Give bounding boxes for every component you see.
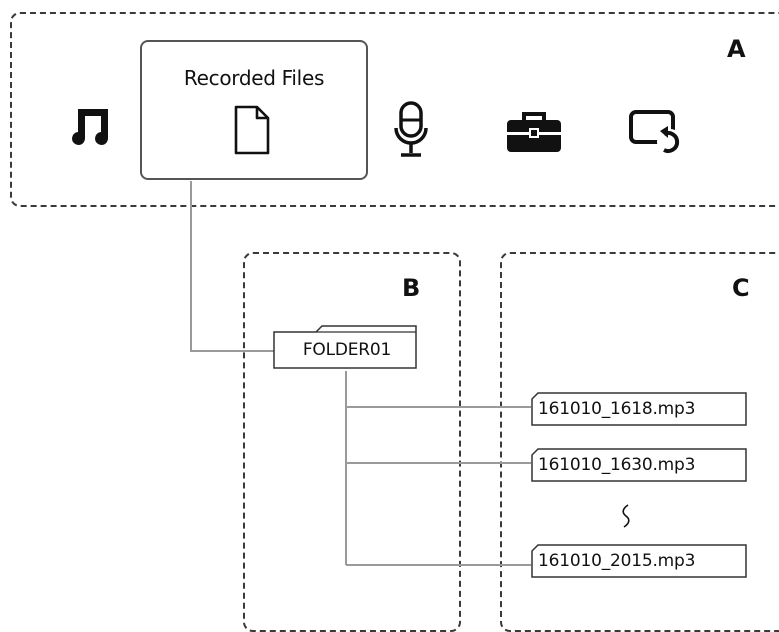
music-note-icon[interactable]	[68, 103, 114, 149]
file-item[interactable]: 161010_1630.mp3	[530, 447, 750, 483]
file-name: 161010_1630.mp3	[538, 455, 696, 475]
recorded-files-label: Recorded Files	[183, 66, 325, 90]
region-label-c: C	[732, 274, 750, 302]
region-label-b: B	[402, 274, 421, 302]
file-item[interactable]: 161010_1618.mp3	[530, 391, 750, 427]
file-icon	[531, 448, 747, 482]
connector-lines	[190, 181, 531, 566]
ellipsis-squiggle-icon	[620, 503, 632, 533]
menu-region-a	[10, 12, 779, 207]
connector-recorded-to-folder	[190, 181, 275, 352]
document-icon	[232, 104, 272, 156]
toolbox-icon[interactable]	[505, 110, 563, 154]
recorded-files-tile[interactable]: Recorded Files	[140, 40, 368, 180]
file-icon	[531, 544, 747, 578]
folder-name: FOLDER01	[302, 340, 392, 360]
folder-item[interactable]: FOLDER01	[272, 322, 422, 372]
file-name: 161010_1618.mp3	[538, 399, 696, 419]
microphone-icon[interactable]	[393, 100, 429, 160]
file-name: 161010_2015.mp3	[538, 551, 696, 571]
file-item[interactable]: 161010_2015.mp3	[530, 543, 750, 579]
region-label-a: A	[727, 35, 746, 63]
folder-icon	[273, 325, 417, 369]
screen-return-icon[interactable]	[628, 108, 688, 160]
file-icon	[531, 392, 747, 426]
